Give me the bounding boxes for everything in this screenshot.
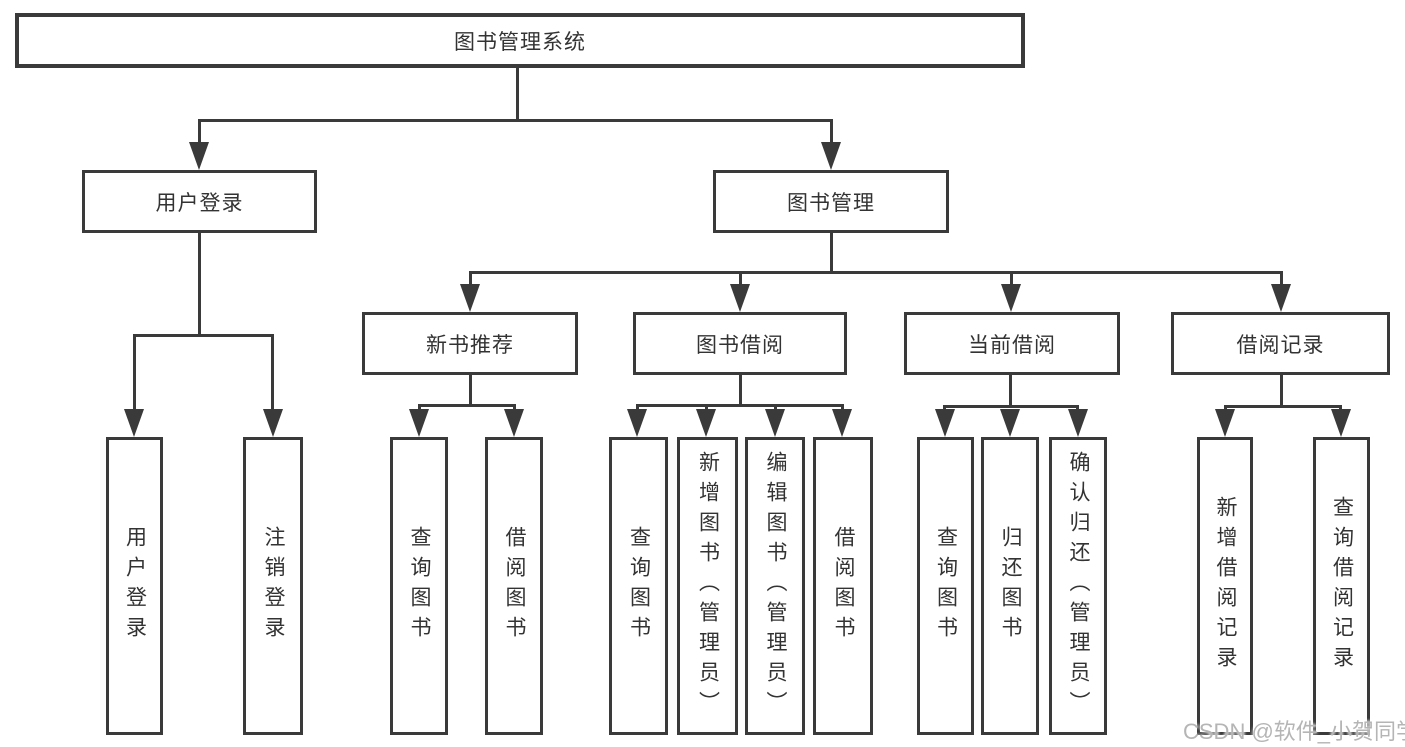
connector-line bbox=[418, 404, 421, 410]
node-label: 注销登录 bbox=[262, 526, 285, 646]
connector-line bbox=[469, 375, 472, 404]
leaf-logout: 注销登录 bbox=[243, 437, 303, 735]
connector-line bbox=[513, 404, 516, 410]
arrow-down-icon bbox=[627, 409, 647, 437]
connector-line bbox=[1224, 405, 1342, 408]
connector-line bbox=[830, 233, 833, 271]
connector-line bbox=[636, 404, 639, 410]
arrow-down-icon bbox=[409, 409, 429, 437]
leaf-edit-books-admin: 编辑图书（管理员） bbox=[745, 437, 805, 735]
node-label: 用户登录 bbox=[155, 191, 244, 215]
node-label: 借阅记录 bbox=[1236, 333, 1325, 357]
node-label: 图书管理 bbox=[787, 191, 875, 215]
connector-line bbox=[841, 404, 844, 410]
arrow-down-icon bbox=[765, 409, 785, 437]
connector-line bbox=[705, 404, 708, 410]
connector-line bbox=[1280, 375, 1283, 406]
node-label: 查询图书 bbox=[627, 526, 651, 646]
arrow-down-icon bbox=[1068, 409, 1088, 437]
connector-line bbox=[830, 119, 833, 142]
node-label: 当前借阅 bbox=[968, 333, 1056, 357]
connector-line bbox=[1076, 405, 1079, 410]
node-label: 新书推荐 bbox=[426, 333, 514, 357]
connector-line bbox=[198, 233, 201, 334]
arrow-down-icon bbox=[263, 409, 283, 437]
arrow-down-icon bbox=[1271, 284, 1291, 312]
connector-line bbox=[133, 334, 136, 409]
node-current-borrowing: 当前借阅 bbox=[904, 312, 1120, 375]
arrow-down-icon bbox=[730, 284, 750, 312]
node-label: 查询图书 bbox=[408, 526, 431, 646]
arrow-down-icon bbox=[821, 142, 841, 170]
node-label: 图书管理系统 bbox=[454, 30, 586, 54]
csdn-watermark: CSDN @软件_小贺同学 bbox=[1183, 719, 1405, 744]
leaf-borrow-books-recommend: 借阅图书 bbox=[485, 437, 543, 735]
arrow-down-icon bbox=[1331, 409, 1351, 437]
node-label: 查询借阅记录 bbox=[1330, 496, 1354, 676]
arrow-down-icon bbox=[1000, 409, 1020, 437]
node-label: 确认归还（管理员） bbox=[1067, 451, 1090, 721]
leaf-query-books-borrowing: 查询图书 bbox=[609, 437, 668, 735]
node-book-management: 图书管理 bbox=[713, 170, 949, 233]
leaf-add-books-admin: 新增图书（管理员） bbox=[677, 437, 738, 735]
arrow-down-icon bbox=[504, 409, 524, 437]
leaf-borrow-books: 借阅图书 bbox=[813, 437, 873, 735]
node-library-management-system: 图书管理系统 bbox=[15, 13, 1025, 68]
arrow-down-icon bbox=[935, 409, 955, 437]
connector-line bbox=[516, 68, 519, 120]
leaf-query-books-current: 查询图书 bbox=[917, 437, 974, 735]
node-label: 新增借阅记录 bbox=[1214, 496, 1237, 676]
node-label: 图书借阅 bbox=[696, 333, 784, 357]
connector-line bbox=[271, 334, 274, 409]
connector-line bbox=[943, 405, 946, 410]
connector-line bbox=[418, 404, 516, 407]
leaf-confirm-return-admin: 确认归还（管理员） bbox=[1049, 437, 1107, 735]
node-new-book-recommendation: 新书推荐 bbox=[362, 312, 578, 375]
leaf-return-books: 归还图书 bbox=[981, 437, 1039, 735]
arrow-down-icon bbox=[1001, 284, 1021, 312]
connector-line bbox=[1339, 405, 1342, 410]
arrow-down-icon bbox=[696, 409, 716, 437]
leaf-user-login: 用户登录 bbox=[106, 437, 163, 735]
connector-line bbox=[739, 271, 742, 284]
connector-line bbox=[198, 119, 201, 142]
node-label: 查询图书 bbox=[934, 526, 958, 646]
node-label: 归还图书 bbox=[999, 526, 1022, 646]
connector-line bbox=[774, 404, 777, 410]
node-label: 借阅图书 bbox=[503, 526, 526, 646]
connector-line bbox=[1010, 271, 1013, 284]
connector-line bbox=[133, 334, 274, 337]
node-label: 用户登录 bbox=[123, 526, 147, 646]
leaf-query-borrow-record: 查询借阅记录 bbox=[1313, 437, 1370, 735]
node-book-borrowing: 图书借阅 bbox=[633, 312, 847, 375]
connector-line bbox=[1009, 375, 1012, 406]
connector-line bbox=[1224, 405, 1227, 410]
arrow-down-icon bbox=[460, 284, 480, 312]
node-user-login: 用户登录 bbox=[82, 170, 317, 233]
node-label: 编辑图书（管理员） bbox=[764, 451, 787, 721]
connector-line bbox=[469, 271, 1282, 274]
connector-line bbox=[1280, 271, 1283, 284]
arrow-down-icon bbox=[124, 409, 144, 437]
connector-line bbox=[739, 375, 742, 404]
node-borrowing-records: 借阅记录 bbox=[1171, 312, 1390, 375]
leaf-query-books-recommend: 查询图书 bbox=[390, 437, 448, 735]
connector-line bbox=[943, 405, 1079, 408]
arrow-down-icon bbox=[832, 409, 852, 437]
node-label: 借阅图书 bbox=[832, 526, 855, 646]
leaf-add-borrow-record: 新增借阅记录 bbox=[1197, 437, 1253, 735]
connector-line bbox=[636, 404, 844, 407]
arrow-down-icon bbox=[1215, 409, 1235, 437]
connector-line bbox=[469, 271, 472, 284]
node-label: 新增图书（管理员） bbox=[696, 451, 720, 721]
arrow-down-icon bbox=[189, 142, 209, 170]
connector-line bbox=[198, 119, 832, 122]
